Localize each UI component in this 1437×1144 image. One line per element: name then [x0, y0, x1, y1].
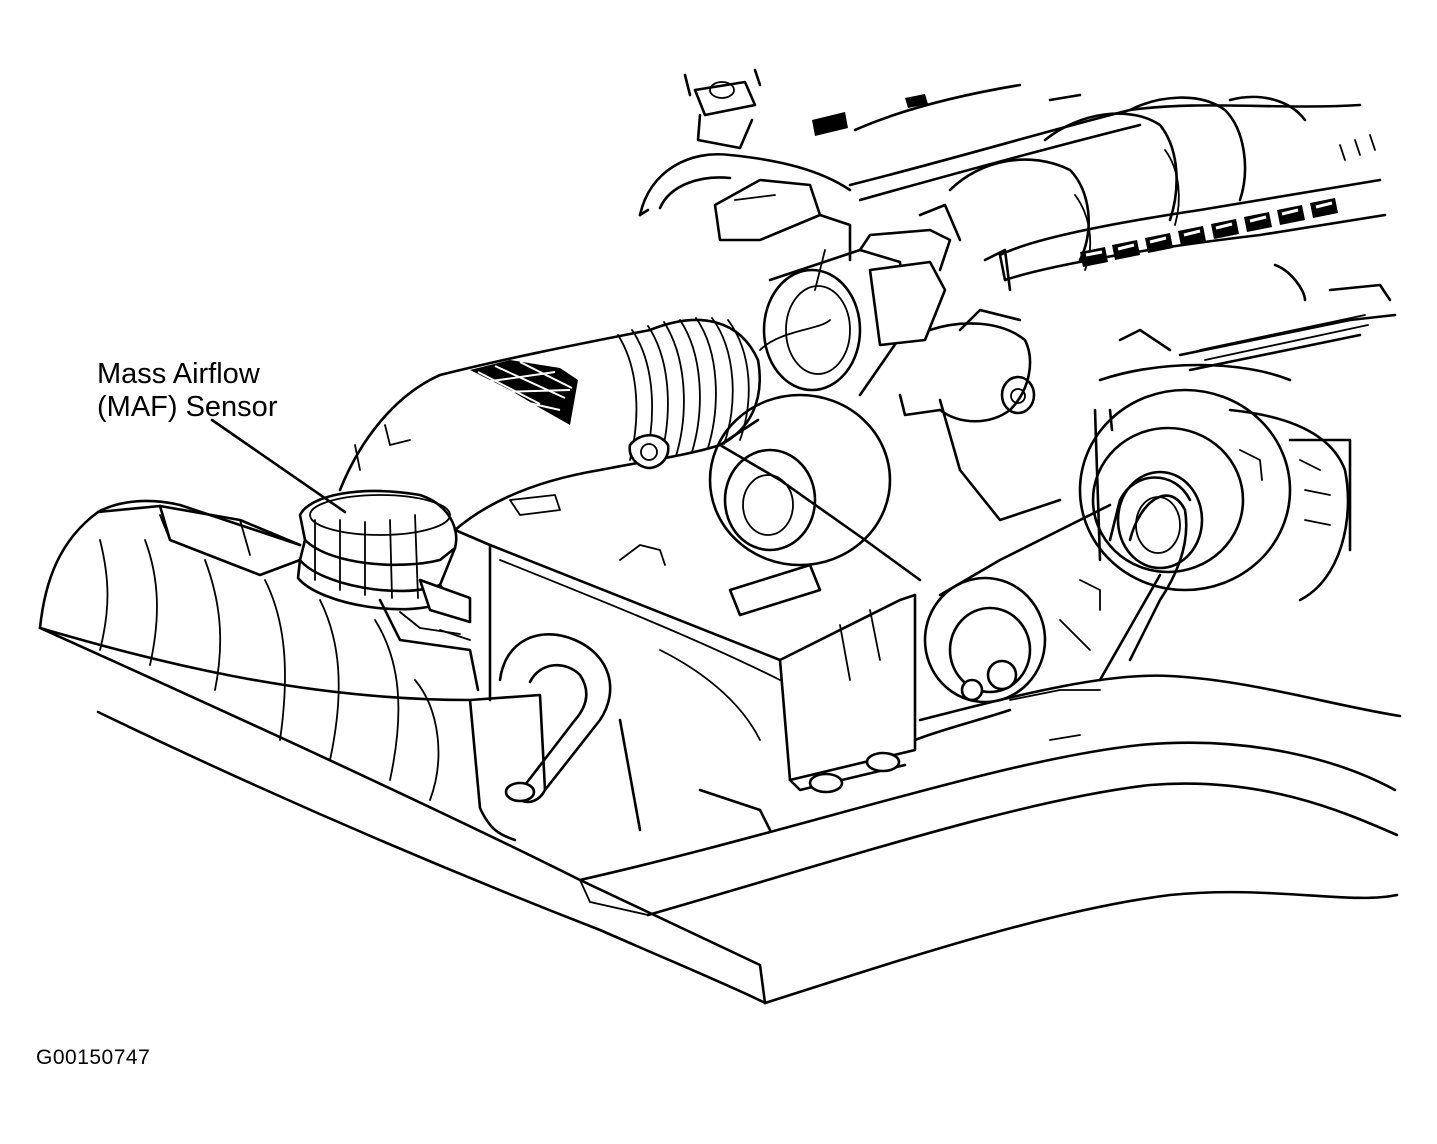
fitting-cap: [638, 68, 852, 262]
pcv-hose: [498, 633, 612, 804]
alternator: [1078, 263, 1397, 602]
intake-manifold: [812, 83, 1387, 282]
air-cleaner-housing: [38, 499, 547, 842]
engine-cover: [453, 443, 922, 832]
front-body-panel: [38, 626, 1402, 1005]
belt-and-pulleys: [708, 393, 1192, 704]
maf-sensor-label: Mass Airflow (MAF) Sensor: [97, 358, 277, 424]
intake-duct: [338, 317, 761, 532]
callout-leader-line: [210, 418, 347, 514]
maf-sensor-label-line2: (MAF) Sensor: [97, 391, 278, 423]
maf-sensor: [296, 489, 480, 692]
corvette-logo: [1080, 198, 1338, 267]
figure-id: G00150747: [36, 1046, 151, 1069]
maf-sensor-label-line1: Mass Airflow: [97, 358, 260, 390]
lower-right-details: [913, 689, 1101, 742]
throttle-body: [759, 203, 1036, 423]
